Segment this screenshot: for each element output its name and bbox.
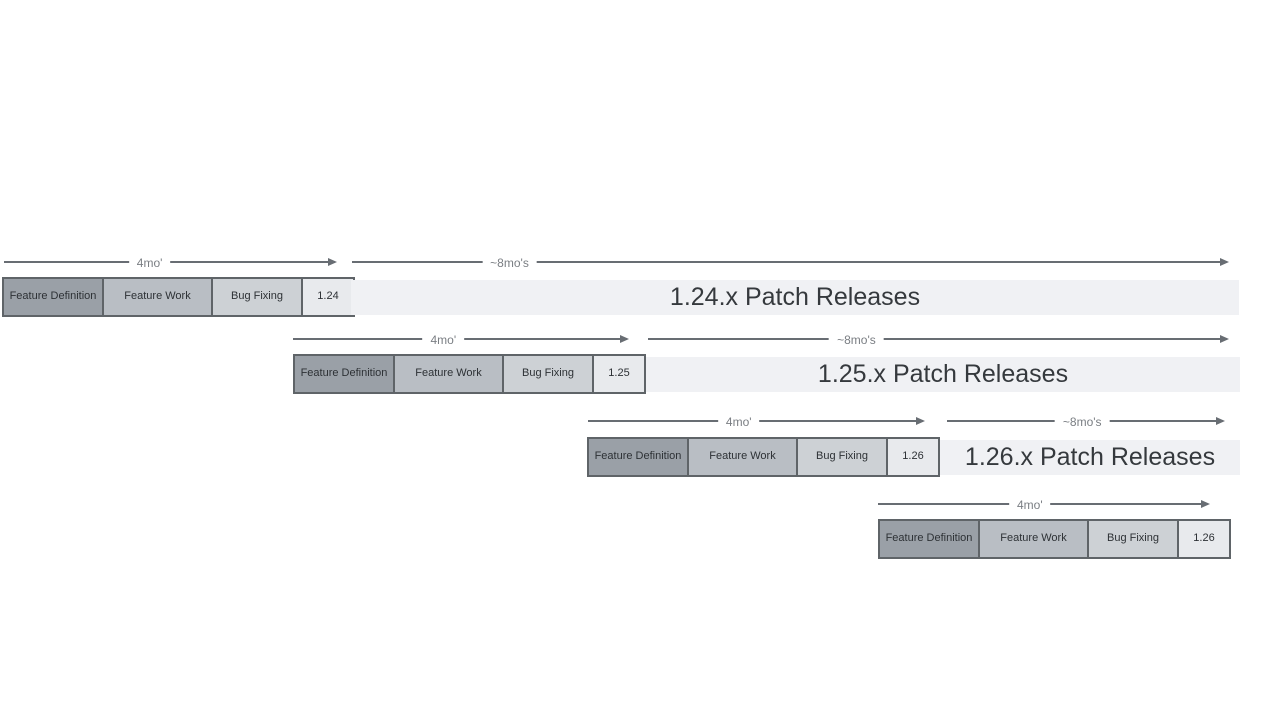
cycle-phases-box: Feature Definition Feature Work Bug Fixi… bbox=[2, 277, 355, 317]
arrow-head-icon bbox=[620, 335, 629, 343]
phase-feature-work: Feature Work bbox=[689, 439, 798, 475]
version-badge: 1.25 bbox=[594, 356, 644, 392]
cycle-phases-box: Feature Definition Feature Work Bug Fixi… bbox=[293, 354, 646, 394]
phase-feature-definition: Feature Definition bbox=[880, 521, 980, 557]
phase-bug-fixing: Bug Fixing bbox=[213, 279, 303, 315]
dev-duration-label: 4mo' bbox=[128, 256, 171, 270]
phase-feature-work: Feature Work bbox=[104, 279, 213, 315]
version-badge: 1.26 bbox=[1179, 521, 1229, 557]
dev-duration-arrow: 4mo' bbox=[588, 415, 925, 429]
arrow-head-icon bbox=[1216, 417, 1225, 425]
arrow-head-icon bbox=[1220, 258, 1229, 266]
patch-releases-bar: 1.25.x Patch Releases bbox=[646, 357, 1240, 392]
phase-feature-definition: Feature Definition bbox=[4, 279, 104, 315]
dev-duration-label: 4mo' bbox=[717, 415, 760, 429]
patch-duration-label: ~8mo's bbox=[1054, 415, 1110, 429]
version-badge: 1.24 bbox=[303, 279, 353, 315]
phase-bug-fixing: Bug Fixing bbox=[504, 356, 594, 392]
patch-duration-arrow: ~8mo's bbox=[352, 256, 1229, 270]
patch-duration-label: ~8mo's bbox=[829, 333, 884, 347]
phase-feature-definition: Feature Definition bbox=[295, 356, 395, 392]
phase-feature-definition: Feature Definition bbox=[589, 439, 689, 475]
phase-feature-work: Feature Work bbox=[395, 356, 504, 392]
dev-duration-arrow: 4mo' bbox=[878, 498, 1210, 512]
arrow-head-icon bbox=[1220, 335, 1229, 343]
dev-duration-label: 4mo' bbox=[1008, 498, 1051, 512]
arrow-head-icon bbox=[916, 417, 925, 425]
version-badge: 1.26 bbox=[888, 439, 938, 475]
phase-feature-work: Feature Work bbox=[980, 521, 1089, 557]
patch-releases-bar: 1.24.x Patch Releases bbox=[351, 280, 1239, 315]
cycle-phases-box: Feature Definition Feature Work Bug Fixi… bbox=[587, 437, 940, 477]
phase-bug-fixing: Bug Fixing bbox=[798, 439, 888, 475]
patch-duration-arrow: ~8mo's bbox=[947, 415, 1225, 429]
arrow-head-icon bbox=[328, 258, 337, 266]
dev-duration-label: 4mo' bbox=[422, 333, 465, 347]
arrow-head-icon bbox=[1201, 500, 1210, 508]
dev-duration-arrow: 4mo' bbox=[4, 256, 337, 270]
patch-duration-label: ~8mo's bbox=[482, 256, 537, 270]
cycle-phases-box: Feature Definition Feature Work Bug Fixi… bbox=[878, 519, 1231, 559]
dev-duration-arrow: 4mo' bbox=[293, 333, 629, 347]
patch-duration-arrow: ~8mo's bbox=[648, 333, 1229, 347]
phase-bug-fixing: Bug Fixing bbox=[1089, 521, 1179, 557]
patch-releases-bar: 1.26.x Patch Releases bbox=[940, 440, 1240, 475]
